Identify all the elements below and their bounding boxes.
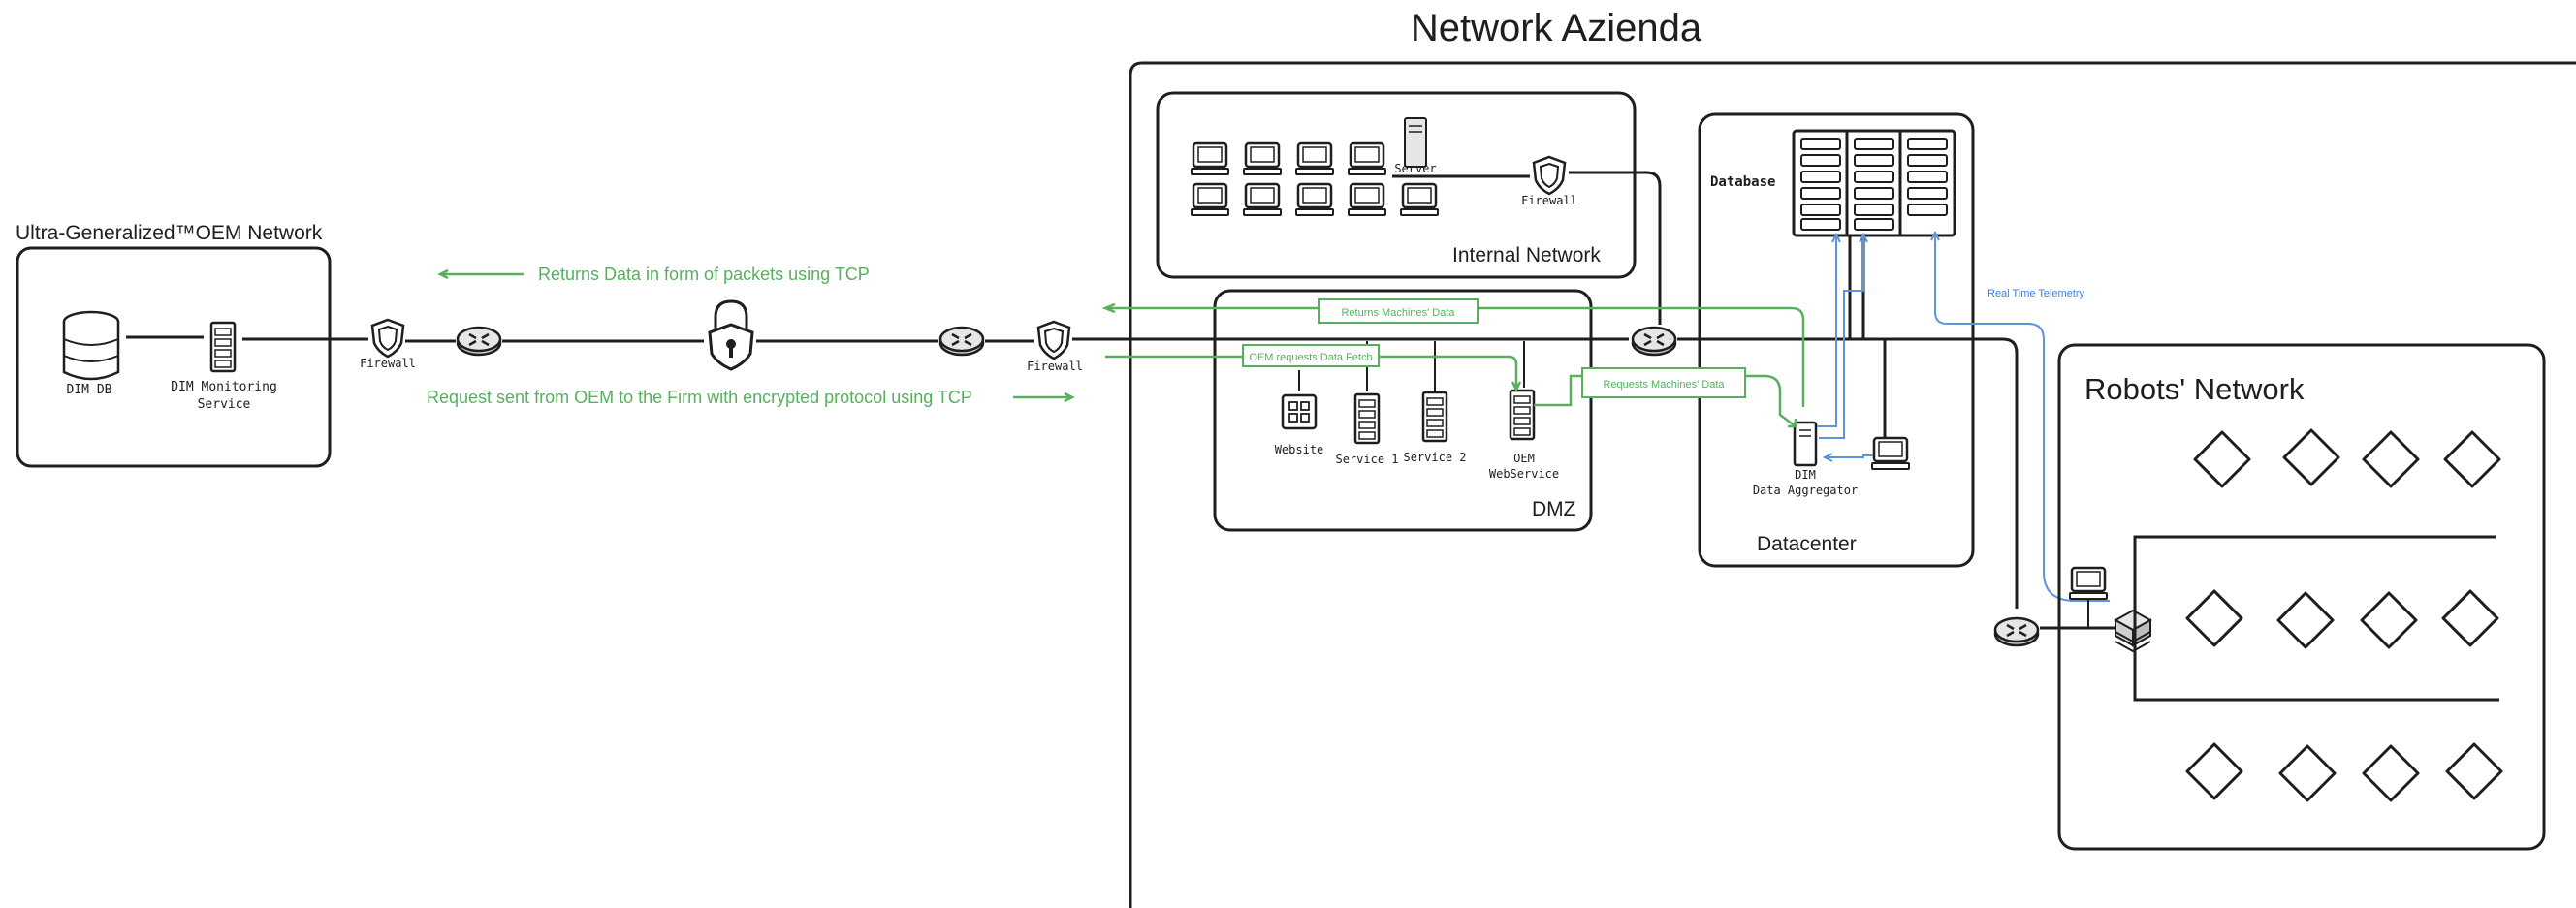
dim-monitoring-label-2: Service — [198, 397, 251, 412]
dim-monitoring-label-1: DIM Monitoring — [171, 380, 277, 394]
dmz-box — [1213, 289, 1593, 532]
pc-to-aggregator-link — [1822, 453, 1873, 462]
robot-icon — [2441, 589, 2499, 647]
aggregator-to-database-link-2 — [1819, 232, 1868, 439]
link-backbone-robots-router — [1861, 337, 2019, 609]
robot-icon — [2362, 744, 2420, 802]
request-encrypted-label: Request sent from OEM to the Firm with e… — [427, 388, 972, 407]
aggregator-to-database-link-1 — [1817, 232, 1841, 427]
requests-machines-label: Requests Machines' Data — [1604, 379, 1726, 391]
lock-icon — [708, 299, 754, 371]
robot-icon — [2282, 428, 2340, 486]
internal-network-label: Internal Network — [1452, 244, 1601, 266]
robots-pc-icon — [2068, 566, 2109, 601]
returns-machines-label: Returns Machines' Data — [1341, 307, 1455, 319]
oem-requests-fetch-arrow — [1105, 355, 1522, 392]
dmz-label: DMZ — [1532, 498, 1576, 520]
website-icon — [1281, 393, 1318, 430]
edge-firewall-icon — [1036, 320, 1071, 360]
robots-router-icon — [1993, 616, 2040, 647]
database-icon — [62, 310, 120, 381]
robots-network-box — [2057, 343, 2546, 851]
core-router-icon — [1631, 326, 1677, 357]
robot-icon — [2185, 742, 2243, 800]
service-1-label: Service 1 — [1335, 453, 1398, 466]
returns-machines-arrow — [1101, 302, 1805, 407]
datacenter-pc-icon — [1870, 436, 1911, 471]
service-2-label: Service 2 — [1403, 451, 1466, 464]
edge-firewall-label: Firewall — [1027, 360, 1083, 373]
internal-workstations — [1190, 141, 1440, 217]
dim-data-aggregator-icon — [1793, 421, 1818, 467]
robots-switch-icon — [2113, 609, 2153, 653]
dim-monitoring-service-icon — [209, 321, 237, 373]
internal-server-label: Server — [1394, 162, 1436, 175]
internal-server-icon — [1404, 117, 1427, 168]
robot-grid — [2185, 428, 2503, 802]
oem-firewall-label: Firewall — [360, 357, 416, 370]
oem-webservice-label-1: OEM — [1513, 452, 1535, 465]
real-time-telemetry-line — [1930, 230, 2110, 602]
internal-network-box — [1156, 91, 1637, 279]
oem-network-label: Ultra-Generalized™OEM Network — [16, 222, 323, 244]
service-1-icon — [1353, 392, 1381, 445]
azienda-boundary — [1129, 61, 2576, 908]
database-label: Database — [1710, 174, 1775, 190]
link-internal-firewall-core — [1569, 171, 1662, 325]
robots-bus — [2133, 535, 2499, 702]
internal-firewall-label: Firewall — [1521, 194, 1577, 207]
firm-router-icon — [938, 326, 985, 357]
robot-icon — [2360, 591, 2418, 649]
oem-network-box — [16, 246, 332, 468]
website-label: Website — [1275, 443, 1324, 456]
robot-icon — [2278, 744, 2337, 802]
service-2-icon — [1421, 391, 1448, 443]
dim-db-label: DIM DB — [67, 383, 112, 397]
oem-webservice-icon — [1509, 389, 1536, 441]
requests-machines-box — [1581, 367, 1746, 398]
robot-icon — [2443, 430, 2501, 488]
returns-packets-arrow — [437, 268, 524, 280]
dim-aggregator-label-2: Data Aggregator — [1753, 484, 1858, 497]
oem-requests-fetch-label: OEM requests Data Fetch — [1249, 352, 1372, 363]
returns-packets-label: Returns Data in form of packets using TC… — [538, 265, 870, 284]
real-time-telemetry-label: Real Time Telemetry — [1988, 288, 2085, 299]
robots-network-label: Robots' Network — [2084, 372, 2305, 406]
database-rack-icon — [1792, 129, 1956, 237]
returns-machines-box — [1318, 298, 1479, 324]
robot-icon — [2276, 591, 2335, 649]
robot-icon — [2193, 430, 2251, 488]
oem-firewall-icon — [370, 318, 405, 359]
oem-webservice-label-2: WebService — [1489, 467, 1559, 481]
robot-icon — [2362, 430, 2420, 488]
robot-icon — [2185, 589, 2243, 647]
internal-firewall-icon — [1532, 155, 1567, 196]
robot-icon — [2445, 742, 2503, 800]
request-encrypted-arrow — [1013, 391, 1075, 403]
oem-requests-fetch-box — [1242, 344, 1380, 367]
datacenter-label: Datacenter — [1757, 533, 1857, 555]
diagram-title: Network Azienda — [1411, 7, 1702, 49]
oem-router-icon — [456, 326, 502, 357]
dim-aggregator-label-1: DIM — [1795, 468, 1816, 482]
